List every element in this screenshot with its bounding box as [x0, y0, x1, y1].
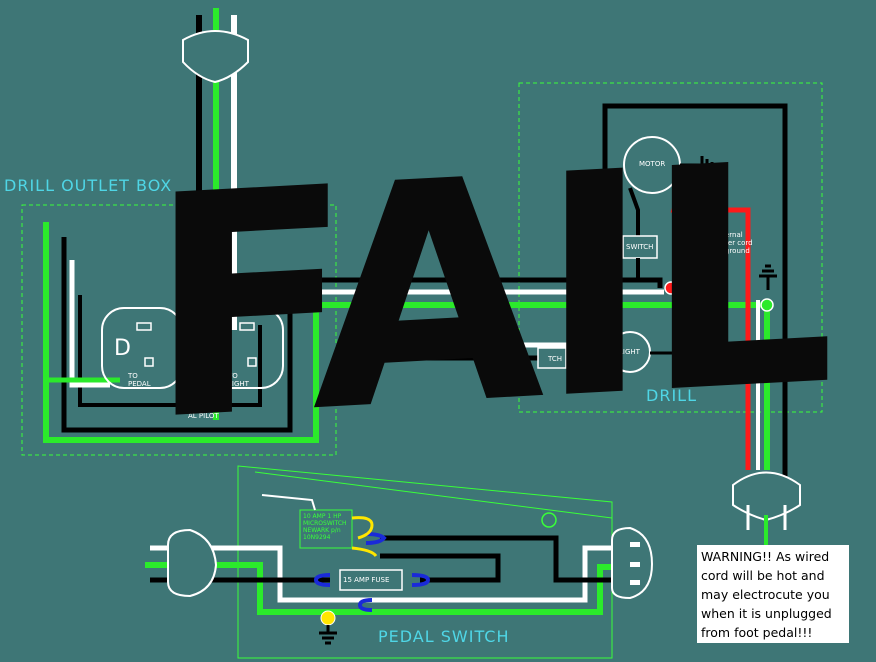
ground-icon [319, 625, 337, 645]
pilot-label: AL PILOT [188, 412, 219, 420]
outlet-d-label: D [114, 336, 132, 361]
drill-black-loop [602, 103, 788, 505]
connector-blue [357, 598, 373, 612]
ground-icon [650, 344, 690, 362]
pedal-black-fuse [380, 553, 501, 583]
connector-yellow [351, 516, 374, 540]
pedal-white-loop [150, 545, 630, 603]
ground-icon [759, 264, 777, 290]
microswitch-outline [299, 509, 353, 549]
connector-yellow [351, 546, 378, 557]
outlet-slot [136, 322, 152, 331]
motor-black-switch [628, 187, 640, 240]
motor-red-wire [670, 189, 751, 470]
pedal-input-plug [167, 528, 218, 598]
outlet-slot [239, 322, 255, 331]
ground-junction [664, 281, 678, 295]
light-label: LIGHT [619, 348, 640, 356]
pedal-green-loop [145, 562, 630, 615]
receptacle-slot [630, 562, 640, 567]
pedal-ground-junction [320, 610, 336, 626]
fuse-box [339, 569, 403, 591]
warning-box: WARNING!! As wired cord will be hot and … [697, 545, 849, 643]
pedal-pivot [541, 512, 557, 528]
drill-cord-plug [732, 471, 801, 522]
connector-blue [365, 532, 387, 545]
drill-white-cord [245, 289, 664, 300]
drill-outlet-box-label: DRILL OUTLET BOX [4, 176, 173, 195]
pedal-switch-label: PEDAL SWITCH [378, 627, 510, 646]
connector-blue [411, 573, 431, 587]
top-plug [182, 30, 249, 84]
outlet-receptacle-left [101, 307, 183, 389]
drill-box-border [518, 82, 823, 413]
receptacle-slot [630, 542, 640, 547]
motor-label: MOTOR [639, 160, 666, 168]
pedal-black-out [380, 535, 630, 583]
pedal-switch-border [237, 465, 613, 659]
outlet-receptacle-right [202, 307, 284, 389]
off-switch [189, 242, 219, 266]
drill-label: DRILL [646, 386, 697, 405]
outlet-black-inner [78, 295, 262, 407]
microswitch-label: 10 AMP 1 HP MICROSWITCH NEWARK p/n 10N92… [303, 513, 347, 541]
fuse-label: 15 AMP FUSE [343, 576, 390, 584]
pedal-lever [261, 494, 316, 511]
outlet-slot [144, 357, 154, 367]
ground-icon [680, 156, 714, 174]
outlet-white-loop [69, 260, 110, 388]
light-switch-label: TCH [548, 355, 563, 363]
fail-overlay: FAIL [148, 96, 830, 489]
note-text: Note drills internal wireing & power cor… [678, 231, 753, 255]
receptacle-slot [630, 580, 640, 585]
connector-blue [313, 573, 331, 587]
to-light-label: TO LIGHT [228, 372, 249, 388]
drill-outlet-box-border [21, 204, 337, 456]
to-pedal-label: TO PEDAL [128, 372, 151, 388]
ground-junction [760, 298, 774, 312]
light-switch-box [537, 347, 567, 369]
drill-switch-label: SWITCH [626, 243, 654, 251]
pilot-light-icon [190, 394, 206, 410]
outlet-green-loop [43, 222, 319, 443]
pedal-hinge-line [254, 471, 613, 519]
outlet-slot [247, 357, 257, 367]
outlet-black-loop [61, 237, 663, 433]
